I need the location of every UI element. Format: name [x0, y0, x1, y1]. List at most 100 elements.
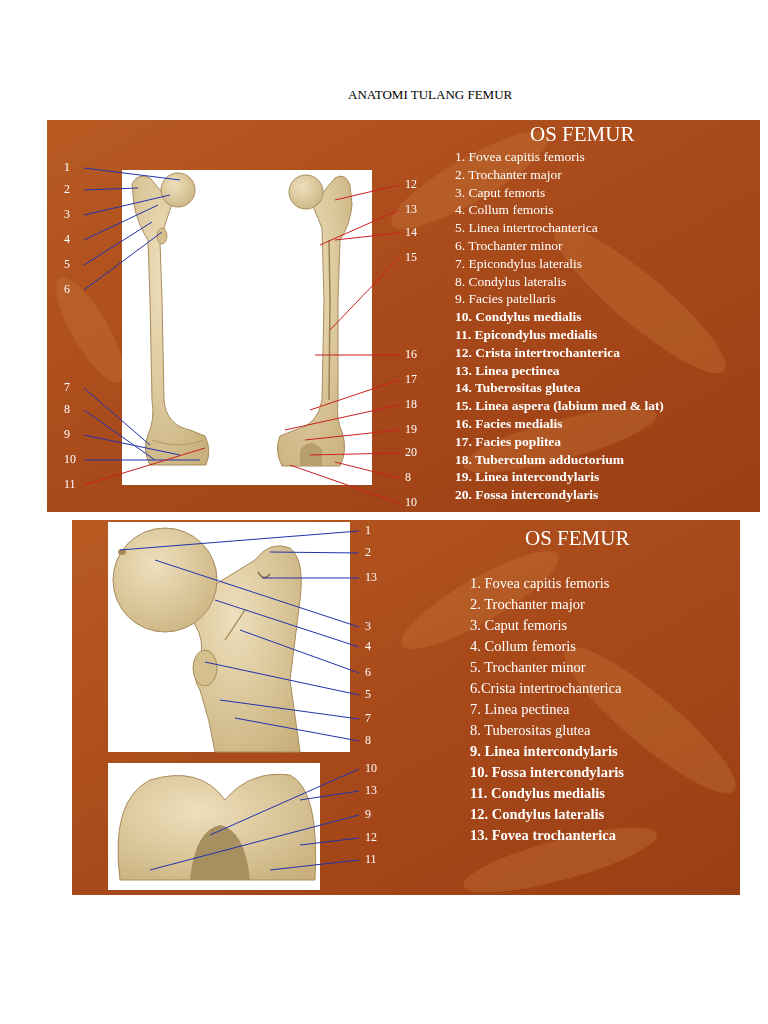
term-item: 4. Collum femoris — [455, 202, 554, 218]
callout-number: 6 — [365, 666, 371, 680]
term-item: 8. Tuberositas glutea — [470, 722, 590, 739]
term-item: 13. Linea pectinea — [455, 363, 560, 379]
term-item: 16. Facies medialis — [455, 416, 563, 432]
callout-number: 1 — [64, 161, 70, 175]
term-item: 1. Fovea capitis femoris — [470, 575, 609, 592]
callout-number: 5 — [64, 258, 70, 272]
callout-number: 13 — [405, 203, 417, 217]
term-item: 17. Facies poplitea — [455, 434, 561, 450]
shape-group — [391, 536, 750, 905]
callout-number: 2 — [365, 546, 371, 560]
term-item: 11. Epicondylus medialis — [455, 327, 597, 343]
term-item: 7. Epicondylus lateralis — [455, 256, 582, 272]
slide-heading: OS FEMUR — [530, 122, 634, 146]
term-item: 5. Trochanter minor — [470, 659, 586, 676]
leader-line — [335, 462, 399, 478]
bone-shape — [289, 175, 323, 209]
bone-shape — [277, 176, 352, 466]
leader-line — [300, 791, 359, 800]
term-item: 4. Collum femoris — [470, 638, 576, 655]
callout-number: 9 — [365, 808, 371, 822]
leader-line — [285, 405, 399, 430]
leader-line — [270, 860, 359, 870]
bone-detail — [540, 210, 741, 390]
bone-shape — [152, 440, 204, 445]
leader-line — [155, 560, 359, 627]
leader-line — [120, 531, 359, 550]
term-item: 13. Fovea trochanterica — [470, 827, 616, 844]
term-item: 15. Linea aspera (labium med & lat) — [455, 398, 664, 414]
term-item: 9. Linea intercondylaris — [470, 743, 618, 760]
leader-line — [215, 600, 359, 647]
callout-number: 8 — [365, 734, 371, 748]
callout-number: 17 — [405, 373, 417, 387]
callout-number: 5 — [365, 688, 371, 702]
bone-shape — [118, 774, 316, 880]
callout-number: 4 — [365, 640, 371, 654]
leader-line — [205, 662, 359, 695]
leader-line — [84, 168, 180, 180]
term-item: 10. Fossa intercondylaris — [470, 764, 624, 781]
term-item: 19. Linea intercondylaris — [455, 469, 599, 485]
callout-number: 6 — [64, 283, 70, 297]
callout-number: 18 — [405, 398, 417, 412]
panel-ground — [108, 763, 320, 890]
term-item: 2. Trochanter major — [470, 596, 585, 613]
term-item: 2. Trochanter major — [455, 167, 562, 183]
slide-heading: OS FEMUR — [525, 526, 629, 550]
callout-number: 14 — [405, 226, 417, 240]
leader-line — [300, 838, 359, 845]
leader-line — [335, 233, 399, 240]
term-item: 7. Linea pectinea — [470, 701, 569, 718]
callout-number: 20 — [405, 446, 417, 460]
callout-number: 16 — [405, 348, 417, 362]
callout-number: 8 — [64, 403, 70, 417]
callout-number: 4 — [64, 233, 70, 247]
leader-line — [84, 205, 158, 240]
leader-line — [150, 815, 359, 870]
term-item: 8. Condylus lateralis — [455, 274, 566, 290]
leader-line — [84, 232, 162, 290]
leader-line — [84, 188, 138, 190]
callout-number: 15 — [405, 251, 417, 265]
term-item: 10. Condylus medialis — [455, 309, 581, 325]
callout-number: 7 — [64, 381, 70, 395]
leader-line — [84, 460, 200, 461]
bone-shape — [258, 572, 270, 578]
term-item: 14. Tuberositas glutea — [455, 380, 580, 396]
shape-group — [84, 168, 200, 460]
leader-line — [84, 410, 155, 460]
page-title: ANATOMI TULANG FEMUR — [348, 88, 512, 103]
panel-ground — [47, 120, 760, 512]
leader-line — [290, 465, 399, 503]
callout-number: 12 — [405, 178, 417, 192]
term-item: 3. Caput femoris — [470, 617, 567, 634]
term-item: 12. Condylus lateralis — [470, 806, 604, 823]
callout-number: 8 — [405, 471, 411, 485]
bone-detail — [44, 269, 135, 391]
callout-number: 10 — [405, 496, 417, 510]
bone-shape — [132, 176, 209, 465]
term-item: 20. Fossa intercondylaris — [455, 487, 598, 503]
callout-number: 7 — [365, 712, 371, 726]
leader-line — [330, 258, 399, 330]
leader-line — [84, 448, 205, 485]
leader-line — [305, 430, 399, 440]
callout-number: 11 — [365, 853, 377, 867]
term-item: 1. Fovea capitis femoris — [455, 149, 585, 165]
callout-number: 10 — [365, 762, 377, 776]
term-item: 3. Caput femoris — [455, 185, 545, 201]
term-item: 9. Facies patellaris — [455, 291, 556, 307]
shape-group — [120, 531, 359, 870]
term-item: 12. Crista intertrochanterica — [455, 345, 620, 361]
leader-line — [310, 380, 399, 410]
term-item: 18. Tuberculum adductorium — [455, 452, 624, 468]
callout-number: 13 — [365, 571, 377, 585]
callout-number: 13 — [365, 784, 377, 798]
callout-number: 3 — [365, 620, 371, 634]
leader-line — [84, 435, 180, 455]
term-item: 6.Crista intertrochanterica — [470, 680, 621, 697]
leader-line — [262, 578, 359, 579]
callout-number: 2 — [64, 183, 70, 197]
